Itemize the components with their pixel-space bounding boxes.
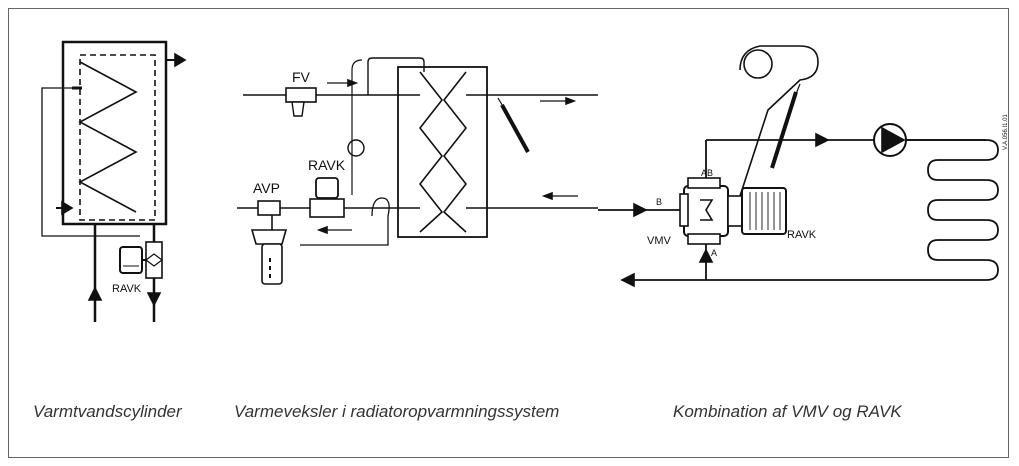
- cylinder-up-arrow: [87, 286, 103, 301]
- drawing-reference: V.A.056.I1.01: [1003, 114, 1009, 150]
- inlet-arrow: [633, 202, 648, 218]
- caption-combination: Kombination af VMV og RAVK: [673, 402, 902, 421]
- supply-arrow: [815, 132, 830, 148]
- cylinder-down-arrow: [146, 292, 162, 307]
- avp-valve-body: [257, 200, 281, 216]
- label-a: A: [711, 248, 717, 258]
- secondary-in-arrow: [541, 191, 553, 201]
- primary-return-arrow: [316, 225, 328, 235]
- cylinder-sensor-loop: [41, 87, 140, 237]
- label-ravk-vmv: RAVK: [787, 229, 817, 241]
- cylinder-ravk-actuator: [119, 246, 143, 274]
- return-arrow: [620, 272, 635, 288]
- bypass-arrow: [698, 248, 714, 263]
- label-avp: AVP: [253, 180, 280, 196]
- fv-flow-arrow: [347, 78, 359, 88]
- capillary-loop: [347, 139, 365, 157]
- label-fv: FV: [292, 69, 311, 85]
- label-ab: AB: [701, 168, 713, 178]
- ravk-valve: [309, 198, 345, 218]
- cylinder-outlet-arrow: [174, 52, 187, 68]
- vmv-capillary-coil: [739, 45, 819, 197]
- pump-triangle: [881, 126, 906, 154]
- ravk-coupling: [727, 195, 743, 227]
- label-b: B: [656, 197, 662, 207]
- ravk-actuator: [315, 177, 339, 199]
- secondary-out-arrow: [565, 96, 577, 106]
- avp-diaphragm: [250, 229, 288, 245]
- floor-heating-coil: [626, 139, 999, 281]
- ravk-actuator-vmv: [741, 187, 787, 235]
- label-vmv: VMV: [647, 235, 672, 247]
- label-ravk-exchanger: RAVK: [308, 157, 346, 173]
- caption-exchanger: Varmeveksler i radiatoropvarmningssystem: [234, 402, 560, 421]
- avp-spring-housing: [261, 243, 283, 285]
- vmv-sensor-probe: [770, 91, 798, 169]
- exchanger-diagram: [237, 57, 598, 285]
- ravk-capillary: [351, 59, 363, 195]
- exchanger-sensor-probe: [500, 104, 530, 153]
- label-ravk-cylinder: RAVK: [112, 283, 142, 295]
- return-loop: [300, 197, 390, 246]
- cylinder-coil: [78, 61, 138, 213]
- cylinder-ravk-body: [145, 241, 163, 279]
- diagram-frame: [8, 8, 1009, 458]
- caption-cylinder: Varmtvandscylinder: [33, 402, 182, 421]
- exchanger-body: [397, 66, 488, 238]
- fv-strainer: [291, 101, 305, 117]
- vmv-diagram: [598, 45, 999, 288]
- exchanger-coil-left: [418, 71, 444, 233]
- primary-loop: [367, 57, 425, 95]
- fv-valve-body: [285, 87, 317, 103]
- cylinder-tank: [61, 40, 168, 226]
- cylinder-diagram: [41, 40, 187, 322]
- exchanger-coil-right: [442, 71, 468, 233]
- cylinder-inner-dashed: [79, 54, 156, 221]
- cylinder-inlet-arrow: [61, 200, 74, 216]
